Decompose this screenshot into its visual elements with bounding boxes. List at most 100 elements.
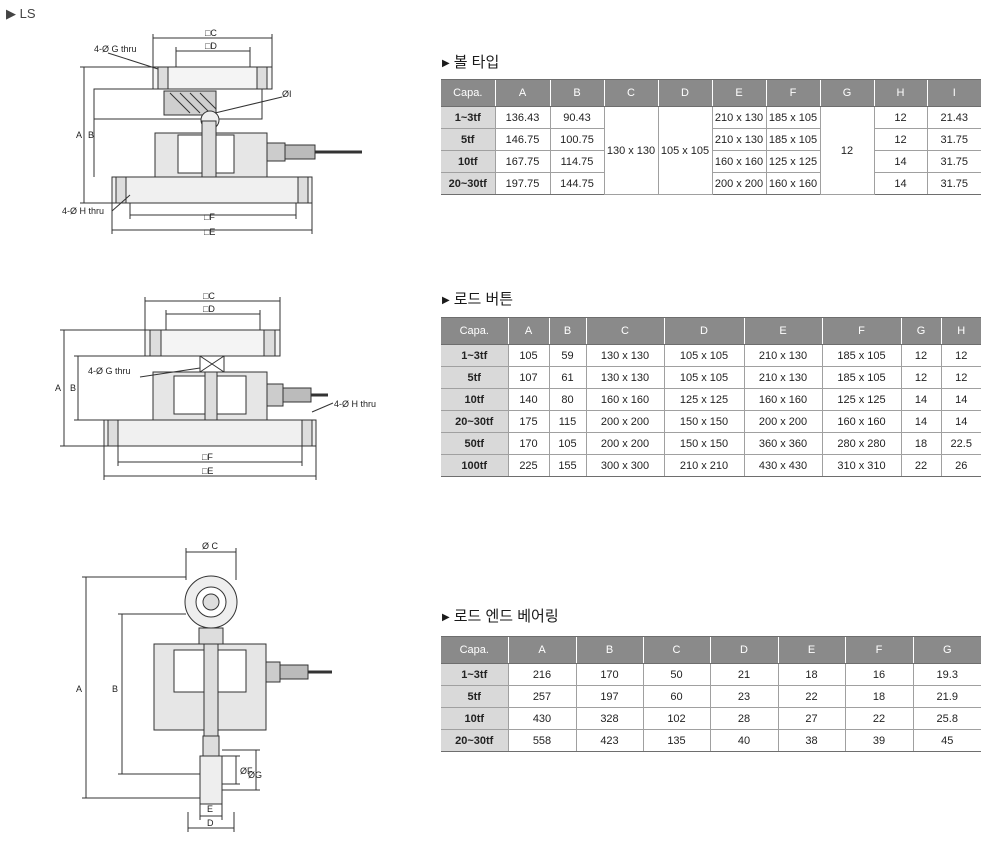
table-cell: 21.43 — [926, 106, 981, 129]
table-cell: 160 x 160 — [711, 150, 767, 173]
table-cell: 25.8 — [912, 707, 981, 730]
rodend-header-1: A — [507, 636, 576, 664]
table-cell: 360 x 360 — [743, 432, 823, 455]
table-cell: 136.43 — [494, 106, 551, 129]
button-header-2: B — [548, 317, 586, 345]
table-cell: 31.75 — [926, 150, 981, 173]
table-cell: 197 — [575, 685, 644, 708]
rodend-dim-d: D — [207, 818, 214, 828]
table-cell: 160 x 160 — [743, 388, 823, 411]
ball-header-d: D — [657, 79, 712, 107]
button-dim-a: A — [55, 383, 61, 393]
table-cell: 125 x 125 — [663, 388, 745, 411]
button-header-8: H — [940, 317, 981, 345]
table-cell: 144.75 — [549, 172, 605, 195]
ball-header-g: G — [819, 79, 874, 107]
ball-header-c: C — [603, 79, 658, 107]
rodend-header-7: G — [912, 636, 981, 664]
table-cell: 160 x 160 — [585, 388, 665, 411]
table-cell: 200 x 200 — [585, 432, 665, 455]
table-cell: 12 — [900, 344, 942, 367]
button-dim-b: B — [70, 383, 76, 393]
table-cell: 210 x 130 — [711, 128, 767, 151]
ball-header-e: E — [711, 79, 766, 107]
triangle-right-icon: ▶ — [442, 58, 450, 69]
table-cell: 26 — [940, 454, 981, 477]
capacity-cell: 20~30tf — [441, 410, 509, 433]
capacity-cell: 5tf — [441, 366, 509, 389]
table-cell: 185 x 105 — [765, 128, 821, 151]
table-cell: 280 x 280 — [821, 432, 902, 455]
ball-header-capa: Capa. — [441, 79, 495, 107]
ball-type-drawing: □C □D 4-Ø G thru ØI A B 4-Ø H thru □F □E — [62, 28, 362, 237]
table-cell: 210 x 130 — [711, 106, 767, 129]
triangle-right-icon: ▶ — [442, 295, 450, 306]
rodend-header-6: F — [844, 636, 913, 664]
rod-end-title: ▶로드 엔드 베어링 — [442, 605, 559, 626]
table-cell: 155 — [548, 454, 587, 477]
table-cell: 23 — [709, 685, 779, 708]
button-header-0: Capa. — [441, 317, 508, 345]
table-cell: 31.75 — [926, 128, 981, 151]
table-cell: 18 — [844, 685, 914, 708]
table-cell: 216 — [507, 663, 577, 686]
table-cell: 22 — [844, 707, 914, 730]
button-header-1: A — [507, 317, 549, 345]
table-cell: 146.75 — [494, 128, 551, 151]
table-cell: 160 x 160 — [821, 410, 902, 433]
table-cell: 18 — [777, 663, 846, 686]
table-cell: 114.75 — [549, 150, 605, 173]
table-cell: 130 x 130 — [585, 344, 665, 367]
load-button-title-text: 로드 버튼 — [453, 291, 514, 308]
table-cell: 102 — [642, 707, 711, 730]
table-cell: 167.75 — [494, 150, 551, 173]
table-cell: 100.75 — [549, 128, 605, 151]
rodend-dim-c: Ø C — [202, 541, 219, 551]
table-cell: 40 — [709, 729, 779, 752]
table-cell: 430 x 430 — [743, 454, 823, 477]
table-cell: 105 — [548, 432, 587, 455]
merged-g-cell: 12 — [819, 106, 875, 195]
ball-header-i: I — [926, 79, 981, 107]
table-cell: 14 — [940, 388, 981, 411]
capacity-cell: 1~3tf — [441, 344, 509, 367]
table-cell: 12 — [873, 128, 928, 151]
ball-header-h: H — [873, 79, 927, 107]
button-dim-d: □D — [203, 304, 215, 314]
table-cell: 197.75 — [494, 172, 551, 195]
rodend-dim-b: B — [112, 684, 118, 694]
ball-dim-e: □E — [204, 227, 215, 237]
table-cell: 19.3 — [912, 663, 981, 686]
table-cell: 135 — [642, 729, 711, 752]
rodend-dim-g: ØG — [248, 770, 262, 780]
table-cell: 12 — [873, 106, 928, 129]
table-cell: 107 — [507, 366, 550, 389]
table-cell: 170 — [507, 432, 550, 455]
table-cell: 150 x 150 — [663, 410, 745, 433]
table-cell: 60 — [642, 685, 711, 708]
ball-dim-d: □D — [205, 41, 217, 51]
merged-d-cell: 105 x 105 — [657, 106, 713, 195]
button-dim-f: □F — [202, 452, 213, 462]
table-cell: 21 — [709, 663, 779, 686]
rodend-header-0: Capa. — [441, 636, 508, 664]
rod-end-drawing: Ø C A B ØF ØG E D — [76, 541, 332, 832]
table-cell: 39 — [844, 729, 914, 752]
ball-type-table: Capa. A B C D E F G H I 1~3tf 136.43 90.… — [441, 79, 981, 195]
table-cell: 21.9 — [912, 685, 981, 708]
table-cell: 125 x 125 — [821, 388, 902, 411]
table-row: 5tf 146.75 100.75 210 x 130 185 x 105 12… — [441, 128, 981, 151]
merged-c-cell: 130 x 130 — [603, 106, 659, 195]
table-cell: 12 — [940, 366, 981, 389]
ball-dim-a: A — [76, 130, 82, 140]
ball-dim-g: 4-Ø G thru — [94, 44, 137, 54]
ball-dim-f: □F — [204, 212, 215, 222]
table-cell: 105 — [507, 344, 550, 367]
table-cell: 125 x 125 — [765, 150, 821, 173]
rodend-header-2: B — [575, 636, 643, 664]
